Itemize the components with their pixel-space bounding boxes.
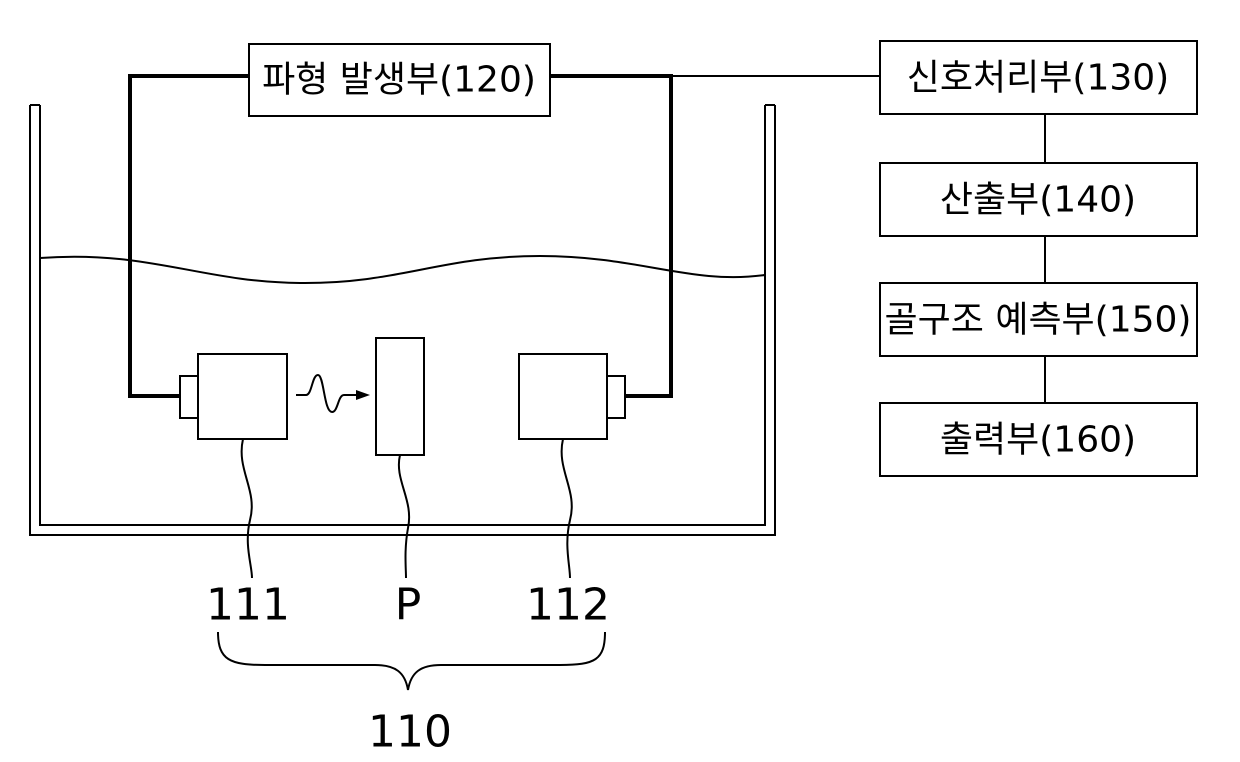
output-label: 출력부(160) (940, 420, 1136, 461)
ref-label-112: 112 (526, 580, 610, 631)
water-surface (40, 256, 765, 283)
waveform-generator-label: 파형 발생부(120) (262, 60, 536, 101)
water-tank (30, 105, 775, 535)
receiver-transducer (519, 354, 625, 439)
leader-line-112 (562, 439, 572, 578)
wire-to-transmitter (130, 76, 249, 396)
ultrasonic-wave-arrow (296, 375, 370, 412)
ref-label-110: 110 (368, 707, 452, 758)
signal-processor-label: 신호처리부(130) (907, 58, 1169, 99)
calculator-label: 산출부(140) (940, 180, 1136, 221)
leader-line-p (399, 455, 409, 578)
leader-line-111 (242, 439, 252, 578)
bone-structure-predictor-label: 골구조 예측부(150) (885, 300, 1192, 341)
specimen-block (376, 338, 424, 455)
ref-label-111: 111 (206, 580, 290, 631)
group-brace (218, 632, 605, 690)
wire-to-receiver (550, 76, 671, 396)
ref-label-p: P (395, 580, 422, 631)
transmitter-transducer (180, 354, 287, 439)
